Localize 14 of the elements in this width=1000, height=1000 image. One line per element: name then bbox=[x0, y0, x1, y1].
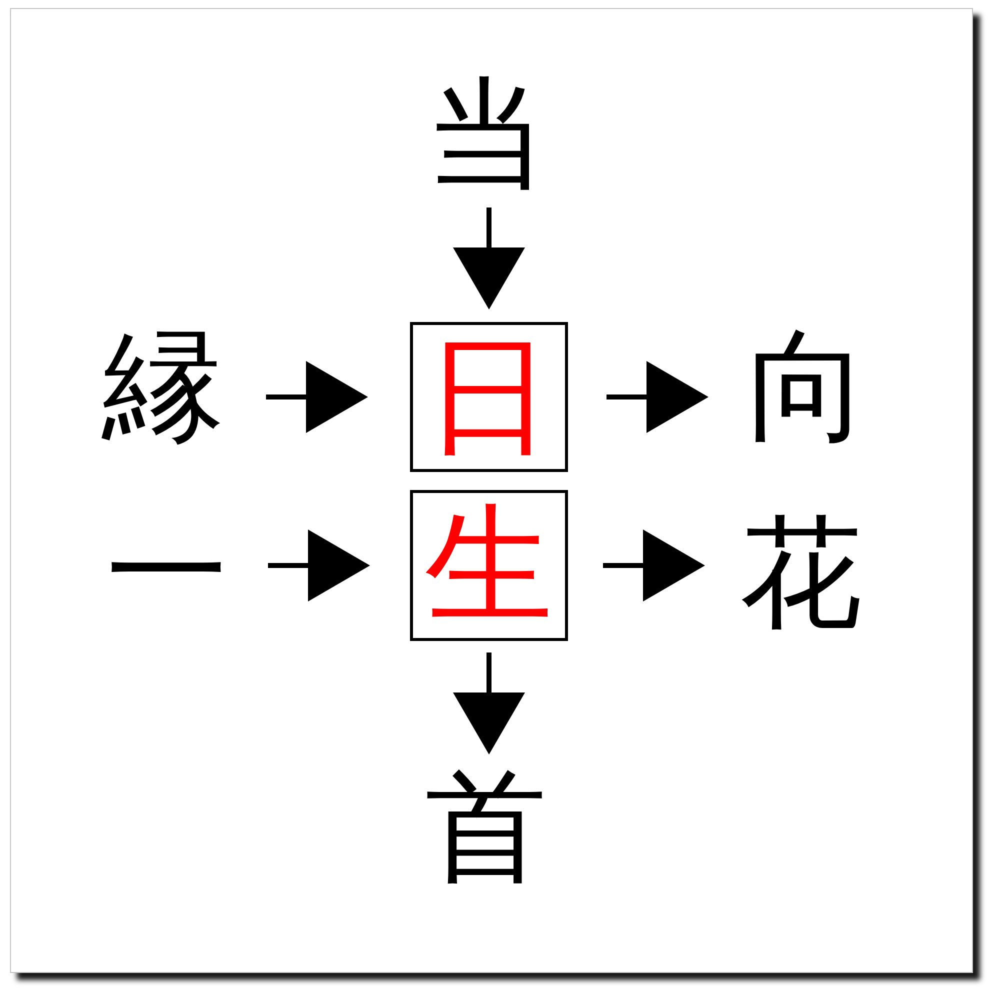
kanji-character: 一 bbox=[106, 511, 228, 633]
kanji-character: 縁 bbox=[102, 325, 224, 447]
arrow bbox=[266, 361, 368, 433]
arrow bbox=[606, 361, 708, 433]
arrow bbox=[603, 530, 705, 602]
kanji-character: 向 bbox=[747, 325, 869, 447]
kanji-character: 当 bbox=[425, 73, 547, 195]
arrow bbox=[453, 652, 525, 754]
kanji-character: 花 bbox=[740, 512, 862, 634]
kanji-character: 首 bbox=[425, 766, 547, 888]
answer-box: 生 bbox=[410, 490, 568, 641]
arrow bbox=[453, 208, 525, 310]
answer-box: 日 bbox=[410, 322, 568, 472]
arrow bbox=[268, 530, 370, 602]
